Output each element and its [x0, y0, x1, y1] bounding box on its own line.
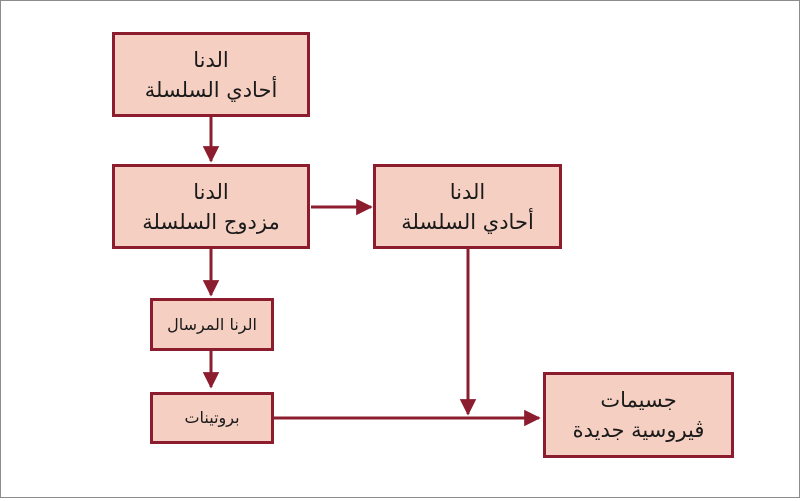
- node-ssdna-right-line1: الدنا: [449, 179, 486, 204]
- node-ssdna-top-line1: الدنا: [193, 47, 229, 72]
- node-proteins-label: بروتينات: [184, 408, 240, 427]
- node-ssdna-right: الدنا أحادي السلسلة: [373, 164, 562, 249]
- node-virions: جسيمات ڤيروسية جديدة: [543, 372, 734, 458]
- node-dsdna-line2: مزدوج السلسلة: [142, 209, 280, 234]
- node-virions-line1: جسيمات: [600, 388, 677, 412]
- node-proteins: بروتينات: [150, 392, 274, 444]
- node-ssdna-top-line2: أحادي السلسلة: [144, 77, 278, 102]
- node-ssdna-right-line2: أحادي السلسلة: [401, 209, 534, 234]
- node-ssdna-top: الدنا أحادي السلسلة: [112, 32, 310, 117]
- node-mrna-label: الرنا المرسال: [167, 314, 257, 334]
- node-mrna: الرنا المرسال: [150, 298, 274, 351]
- node-dsdna: الدنا مزدوج السلسلة: [112, 164, 310, 249]
- node-dsdna-line1: الدنا: [193, 179, 229, 204]
- node-virions-line2: ڤيروسية جديدة: [572, 418, 705, 442]
